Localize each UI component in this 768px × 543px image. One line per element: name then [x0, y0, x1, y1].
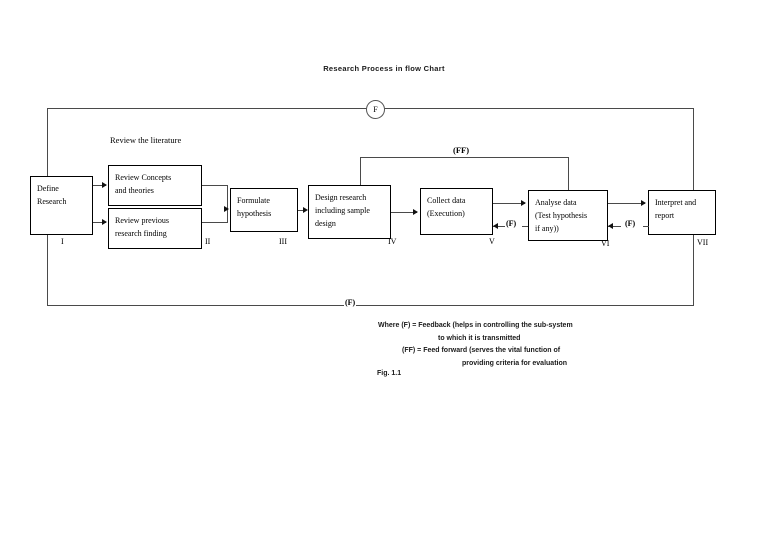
- arrowhead-analyse-to-interpret-icon: [641, 200, 646, 206]
- roman-numeral-v: V: [489, 237, 495, 246]
- roman-numeral-iv: IV: [388, 237, 397, 246]
- node-define-research-line-2: Research: [37, 197, 67, 206]
- feedback-top-right-vertical: [693, 108, 694, 192]
- arrowhead-collect-to-analyse-icon: [521, 200, 526, 206]
- feedforward-label: (FF): [453, 145, 470, 155]
- node-analyse-line-1: Analyse data: [535, 198, 577, 207]
- node-review-previous-line-1: Review previous: [115, 216, 169, 225]
- node-analyse-line-3: if any)): [535, 224, 559, 233]
- edge-interpret-to-analyse-right: [643, 226, 649, 227]
- feedback-top-left-vertical: [47, 108, 48, 176]
- feedforward-horizontal: [360, 157, 569, 158]
- edge-interpret-to-analyse-left: [608, 226, 621, 227]
- edge-previous-to-formulate-v: [227, 209, 228, 223]
- page-title: Research Process in flow Chart: [323, 64, 445, 73]
- arrowhead-interpret-to-analyse-icon: [608, 223, 613, 229]
- feedback-marker-icon: F: [366, 100, 385, 119]
- feedback-analyse-to-collect-label: (F): [505, 219, 518, 228]
- node-collect-line-1: Collect data: [427, 196, 466, 205]
- edge-concepts-to-formulate-v: [227, 185, 228, 209]
- arrowhead-analyse-to-collect-icon: [493, 223, 498, 229]
- node-formulate-hypothesis[interactable]: Formulate hypothesis: [230, 188, 298, 232]
- node-review-concepts-line-1: Review Concepts: [115, 173, 172, 182]
- arrowhead-define-to-concepts-icon: [102, 182, 107, 188]
- roman-numeral-iii: III: [279, 237, 287, 246]
- legend-line-1: Where (F) = Feedback (helps in controlli…: [378, 322, 573, 329]
- roman-numeral-i: I: [61, 237, 64, 246]
- arrowhead-to-formulate-icon: [224, 206, 229, 212]
- legend-line-2: to which it is transmitted: [438, 334, 521, 342]
- edge-previous-to-formulate-h: [202, 222, 228, 223]
- node-analyse-data[interactable]: Analyse data (Test hypothesis if any)): [528, 190, 608, 241]
- feedback-bottom-left-vertical: [47, 235, 48, 305]
- edge-analyse-to-interpret: [608, 203, 645, 204]
- node-review-previous-line-2: research finding: [115, 229, 167, 238]
- roman-numeral-vi: VI: [601, 239, 610, 248]
- arrowhead-define-to-previous-icon: [102, 219, 107, 225]
- node-interpret-line-1: Interpret and: [655, 198, 697, 207]
- edge-analyse-to-collect-right: [522, 226, 528, 227]
- edge-formulate-to-design: [298, 210, 306, 211]
- node-define-research-line-1: Define: [37, 184, 59, 193]
- legend: Where (F) = Feedback (helps in controlli…: [378, 320, 678, 370]
- arrowhead-formulate-to-design-icon: [303, 207, 308, 213]
- node-review-previous-research[interactable]: Review previous research finding: [108, 208, 202, 249]
- node-formulate-line-2: hypothesis: [237, 209, 272, 218]
- roman-numeral-ii: II: [205, 237, 211, 246]
- node-design-line-2: including sample: [315, 206, 370, 215]
- edge-concepts-to-formulate-h: [202, 185, 228, 186]
- roman-numeral-vii: VII: [697, 238, 709, 247]
- legend-line-3: (FF) = Feed forward (serves the vital fu…: [402, 347, 561, 354]
- edge-define-to-concepts: [93, 185, 106, 186]
- edge-collect-to-analyse: [493, 203, 525, 204]
- node-interpret-line-2: report: [655, 211, 675, 220]
- feedback-bottom-label: (F): [344, 298, 357, 307]
- figure-caption: Fig. 1.1: [377, 370, 402, 377]
- feedforward-right-vertical: [568, 157, 569, 191]
- feedback-bottom-horizontal: [47, 305, 694, 306]
- node-design-line-3: design: [315, 219, 336, 228]
- node-formulate-line-1: Formulate: [237, 196, 270, 205]
- feedback-bottom-right-vertical: [693, 235, 694, 305]
- node-analyse-line-2: (Test hypothesis: [535, 211, 588, 220]
- node-design-research[interactable]: Design research including sample design: [308, 185, 391, 239]
- feedback-interpret-to-analyse-label: (F): [624, 219, 637, 228]
- edge-analyse-to-collect-left: [493, 226, 505, 227]
- node-define-research[interactable]: Define Research: [30, 176, 93, 235]
- node-collect-data[interactable]: Collect data (Execution): [420, 188, 493, 235]
- node-review-concepts[interactable]: Review Concepts and theories: [108, 165, 202, 206]
- edge-define-to-previous: [93, 222, 106, 223]
- node-interpret-report[interactable]: Interpret and report: [648, 190, 716, 235]
- feedforward-left-vertical: [360, 157, 361, 191]
- node-design-line-1: Design research: [315, 193, 367, 202]
- node-collect-line-2: (Execution): [427, 209, 465, 218]
- edge-design-to-collect: [391, 212, 417, 213]
- arrowhead-design-to-collect-icon: [413, 209, 418, 215]
- node-review-concepts-line-2: and theories: [115, 186, 154, 195]
- review-literature-label: Review the literature: [110, 135, 182, 145]
- legend-line-4: providing criteria for evaluation: [462, 359, 568, 367]
